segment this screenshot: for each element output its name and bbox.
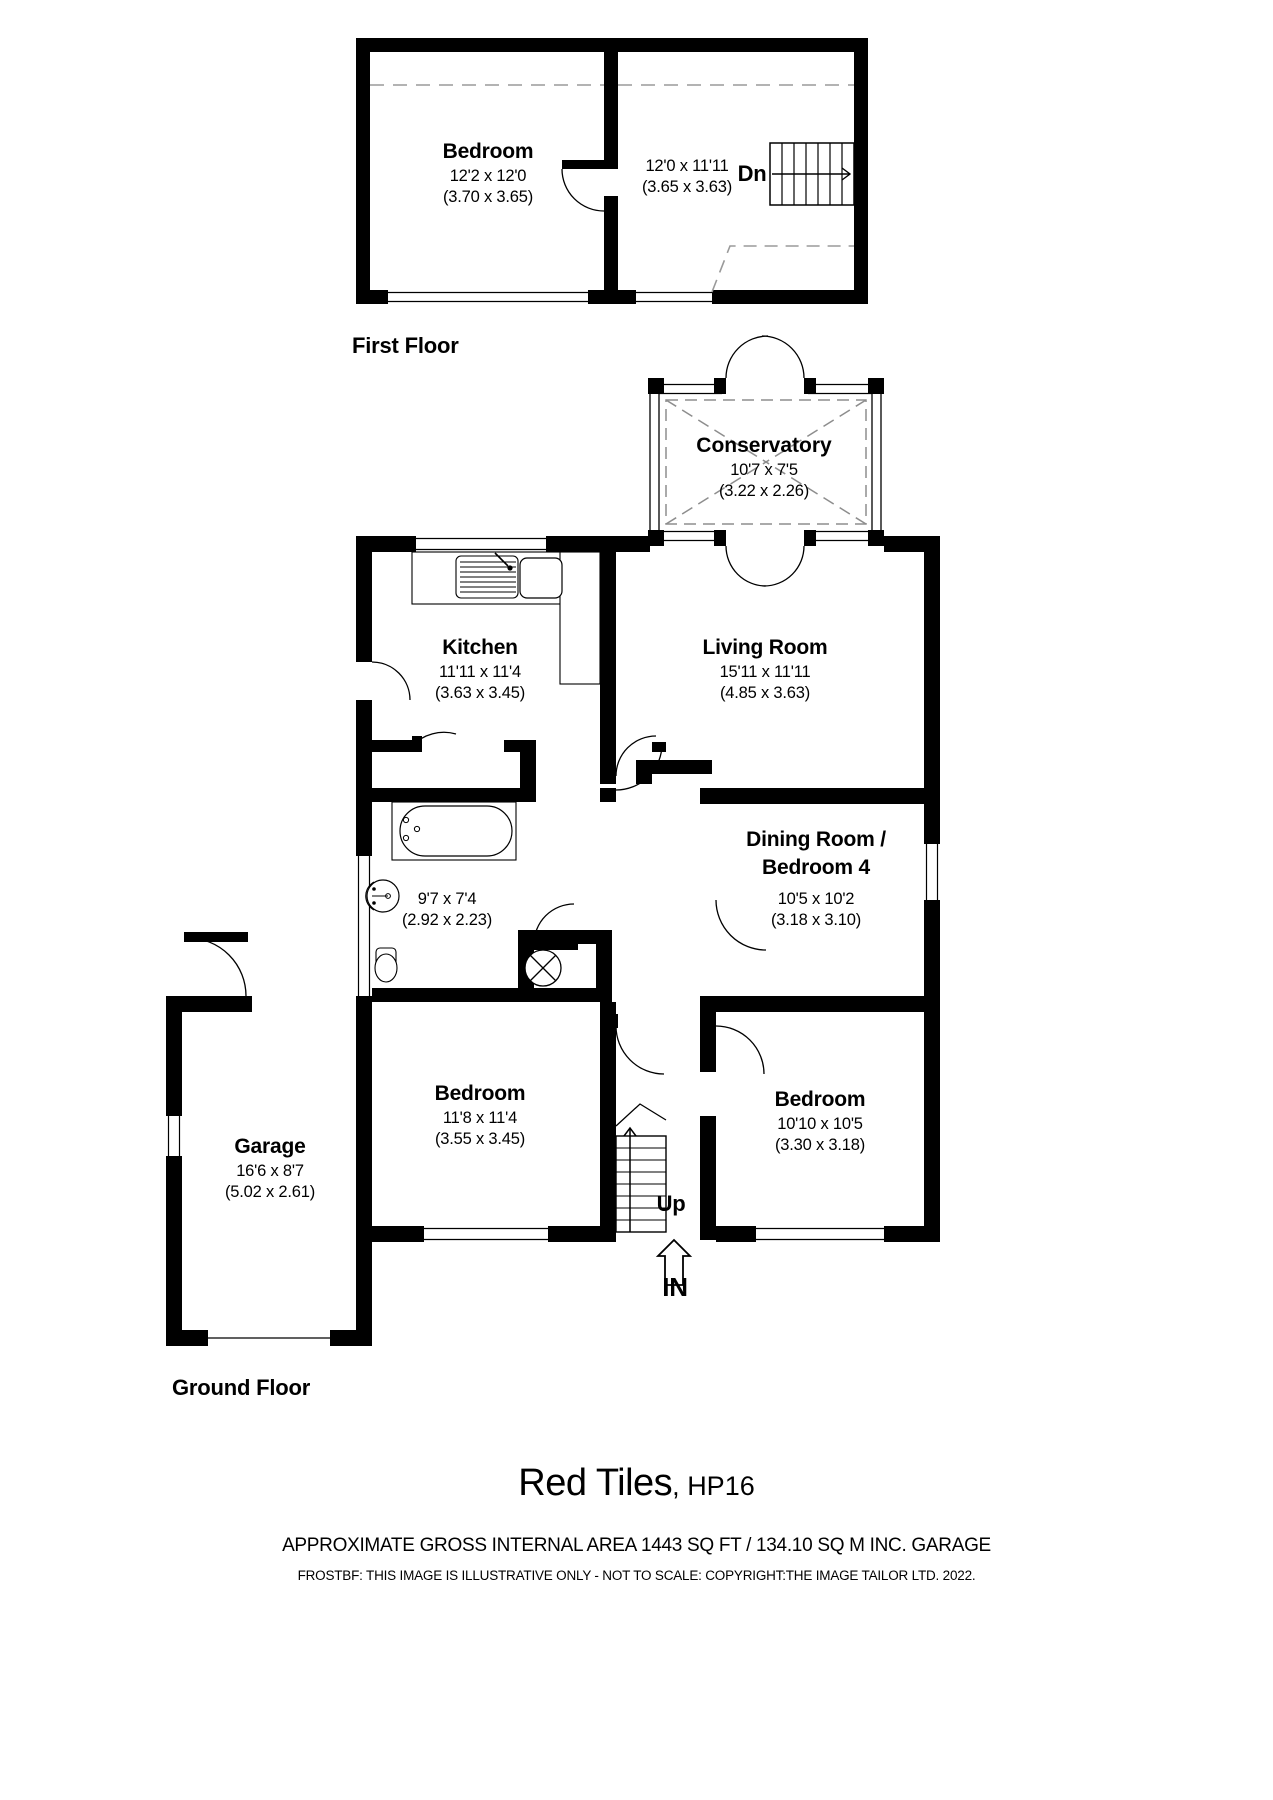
room-label-conservatory: Conservatory [696, 434, 832, 457]
room-dim-metric-kitchen: (3.63 x 3.45) [434, 684, 526, 702]
bathtub-basin [399, 805, 513, 857]
entrance-label: IN [662, 1272, 688, 1302]
room-dim-metric-first-floor-landing: (3.65 x 3.63) [641, 178, 733, 196]
room-dim-metric-ground-bedroom-2: (3.55 x 3.45) [434, 1130, 526, 1148]
room-dim-imperial-bathroom: 9'7 x 7'4 [417, 890, 477, 908]
room-label-ground-bedroom-2: Bedroom [434, 1082, 526, 1105]
room-dim-imperial-kitchen: 11'11 x 11'4 [439, 663, 521, 681]
room-dim-imperial-ground-bedroom-3: 10'10 x 10'5 [777, 1115, 863, 1133]
bathroom-fittings [365, 801, 517, 983]
ground-floor-walls [166, 536, 940, 1346]
first-floor-walls [356, 38, 868, 304]
room-dim-metric-dining-room: (3.18 x 3.10) [770, 911, 862, 929]
first-floor-drawing [356, 38, 868, 304]
room-dim-metric-garage: (5.02 x 2.61) [224, 1183, 316, 1201]
stairs-down-label: Dn [737, 161, 767, 186]
plan-postcode: HP16 [687, 1471, 755, 1501]
stairs-up-label: Up [656, 1191, 686, 1216]
room-dim-imperial-first-floor-landing: 12'0 x 11'11 [645, 157, 729, 175]
room-dim-imperial-conservatory: 10'7 x 7'5 [730, 461, 798, 479]
room-label-garage: Garage [234, 1135, 306, 1158]
room-dim-metric-ground-bedroom-3: (3.30 x 3.18) [774, 1136, 866, 1154]
room-dim-metric-living-room: (4.85 x 3.63) [719, 684, 811, 702]
floor-caption-first-floor: First Floor [352, 333, 459, 358]
room-label-kitchen: Kitchen [442, 636, 518, 659]
copyright-note: FROSTBF: THIS IMAGE IS ILLUSTRATIVE ONLY… [297, 1568, 976, 1583]
ground-floor-windows [167, 537, 939, 1339]
conservatory-french-doors-top [725, 335, 805, 379]
first-floor-staircase [769, 142, 855, 206]
room-dim-metric-first-floor-bedroom: (3.70 x 3.65) [442, 188, 534, 206]
conservatory-french-doors-bottom [725, 545, 805, 587]
plan-title-block: Red Tiles, HP16 [0, 1462, 1273, 1505]
wc-circle-cross-fitting [524, 949, 562, 987]
first-floor-door-jamb [600, 160, 618, 169]
plan-title-comma: , [672, 1471, 688, 1501]
entrance-arrow-icon [655, 1238, 693, 1286]
first-floor-bedroom-door-swing [561, 168, 605, 212]
ground-floor-staircase [615, 1103, 667, 1233]
room-dim-imperial-ground-bedroom-2: 11'8 x 11'4 [442, 1109, 518, 1127]
room-dim-imperial-living-room: 15'11 x 11'11 [719, 663, 811, 681]
room-label-dining-room-line1: Dining Room / [746, 828, 886, 851]
ground-floor-drawing [166, 335, 940, 1346]
room-label-first-floor-bedroom: Bedroom [442, 140, 534, 163]
room-label-ground-bedroom-3: Bedroom [774, 1088, 866, 1111]
first-floor-windows [388, 291, 712, 303]
room-dim-imperial-dining-room: 10'5 x 10'2 [777, 890, 855, 908]
plan-title: Red Tiles [518, 1462, 673, 1504]
ground-floor-door-jambs [184, 736, 716, 1028]
ground-floor-door-swings [187, 661, 767, 1075]
room-dim-imperial-garage: 16'6 x 8'7 [236, 1162, 304, 1180]
room-label-living-room: Living Room [702, 636, 828, 659]
room-dim-metric-bathroom: (2.92 x 2.23) [401, 911, 493, 929]
floor-caption-ground-floor: Ground Floor [172, 1375, 311, 1400]
room-dim-imperial-first-floor-bedroom: 12'2 x 12'0 [449, 167, 527, 185]
kitchen-sink-unit [411, 551, 601, 685]
room-label-dining-room-line2: Bedroom 4 [762, 856, 870, 879]
first-floor-slope-line [711, 245, 854, 293]
conservatory-roof-dashed [665, 399, 867, 525]
gross-internal-area-note: APPROXIMATE GROSS INTERNAL AREA 1443 SQ … [282, 1535, 991, 1556]
room-dim-metric-conservatory: (3.22 x 2.26) [718, 482, 810, 500]
conservatory-drawing [648, 335, 884, 587]
